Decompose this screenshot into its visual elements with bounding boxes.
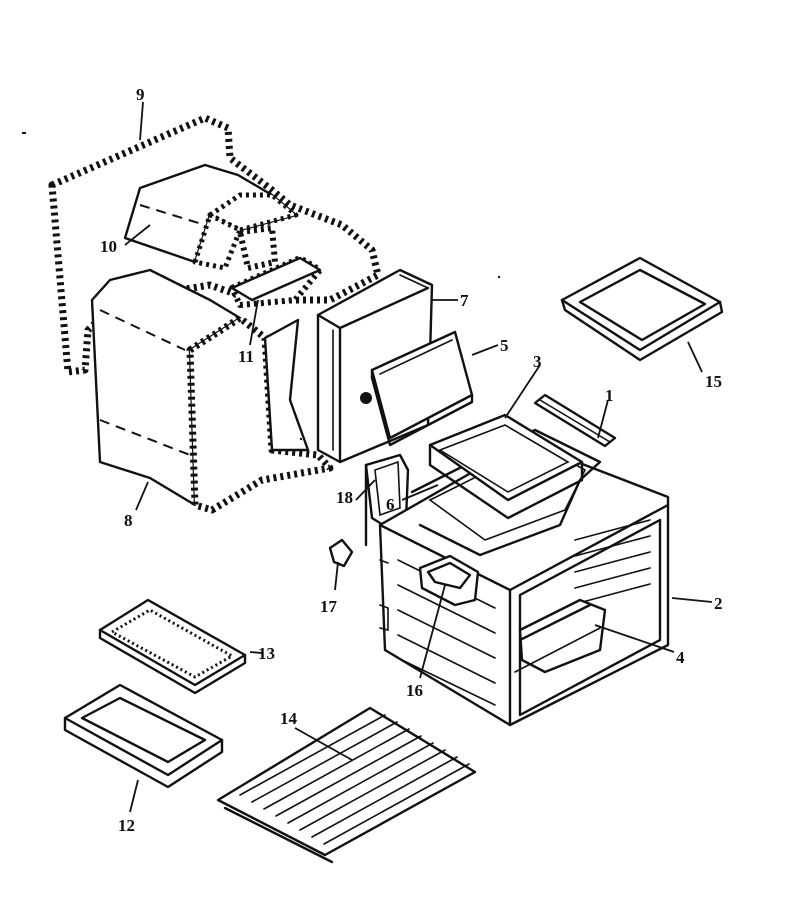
right-wall-rack-ribs [574,519,651,605]
callout-6: 6 [386,495,395,514]
callout-18: 18 [336,488,353,507]
part-2-oven-cavity [378,440,670,727]
leader-lines [124,101,713,813]
callout-8: 8 [124,511,133,530]
part-16-light-housing [418,554,480,607]
callout-14: 14 [280,709,298,728]
callout-11: 11 [238,347,254,366]
callout-4: 4 [676,648,685,667]
callout-3: 3 [533,352,542,371]
part-12-broiler-pan [63,683,224,789]
part-11-insulation-pieces [229,225,323,308]
callout-13: 13 [258,644,275,663]
callout-12: 12 [118,816,135,835]
callout-10: 10 [100,237,117,256]
callout-16: 16 [406,681,423,700]
callout-17: 17 [320,597,338,616]
part-17-clip [328,538,354,568]
callout-2: 2 [714,594,723,613]
part-4-bake-element [514,598,607,674]
part-13-broiler-grid [98,598,247,695]
part-14-oven-rack [216,706,477,864]
callout-15: 15 [705,372,722,391]
callout-labels: 9 10 11 8 7 5 3 1 15 2 4 6 18 17 16 13 1… [100,85,723,835]
rack-wires [239,714,470,845]
scan-specks [22,132,500,440]
callout-1: 1 [605,386,614,405]
part-10-insulation-blanket [123,163,299,271]
part-15-cover-frame [560,256,724,362]
part-5-panel [370,330,474,447]
part-18-bracket [364,453,410,547]
callout-7: 7 [460,291,469,310]
part-8-insulation-blanket [90,268,334,514]
callout-9: 9 [136,85,145,104]
callout-5: 5 [500,336,509,355]
part-3-top-panel [428,413,584,520]
